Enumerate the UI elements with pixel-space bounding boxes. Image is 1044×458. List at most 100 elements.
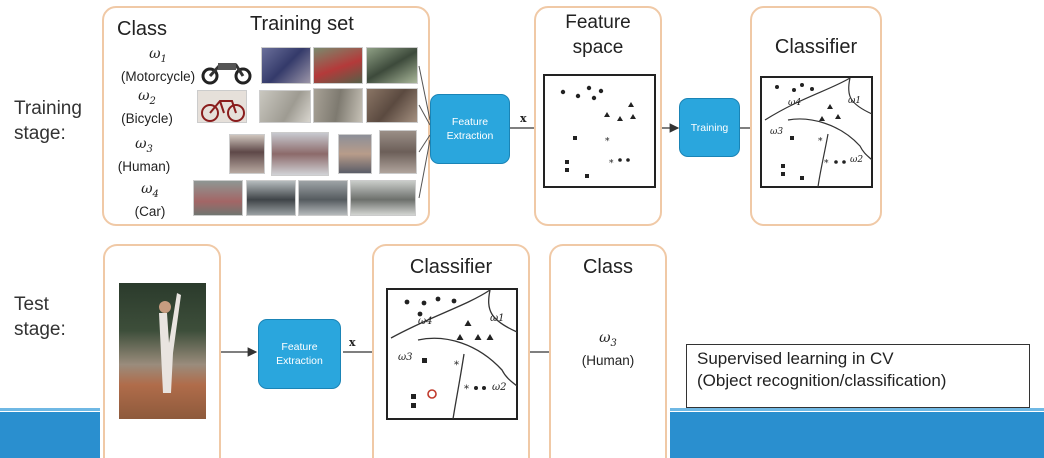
test-sample-highlight bbox=[427, 389, 437, 399]
class-point bbox=[842, 160, 846, 164]
feature-point bbox=[630, 114, 636, 119]
caption-box: Supervised learning in CV (Object recogn… bbox=[686, 344, 1030, 408]
car-image bbox=[350, 180, 416, 216]
test-result: ω3 (Human) bbox=[568, 330, 648, 369]
omega-3-symbol: ω3 bbox=[135, 136, 153, 155]
footer-bar-right bbox=[670, 412, 1044, 458]
human-label: (Human) bbox=[117, 158, 171, 174]
decision-boundary bbox=[848, 77, 873, 115]
training-set-header: Training set bbox=[250, 13, 354, 35]
class-point: * bbox=[464, 384, 469, 395]
test-classifier-plot: ω4 ω1 ω3 * * ω2 bbox=[386, 288, 518, 420]
feature-point bbox=[604, 112, 610, 117]
class-point bbox=[827, 104, 833, 109]
class-motorcycle: ω1 (Motorcycle) bbox=[118, 46, 198, 85]
feature-point: * bbox=[605, 137, 610, 147]
class-point bbox=[781, 172, 785, 176]
decision-boundary bbox=[817, 133, 829, 188]
feature-point bbox=[560, 89, 566, 95]
car-image bbox=[193, 180, 243, 216]
class-point bbox=[790, 136, 794, 140]
car-label: (Car) bbox=[134, 203, 166, 219]
training-stage-text: Training stage: bbox=[14, 98, 82, 144]
class-point bbox=[819, 116, 825, 121]
class-point: * bbox=[824, 159, 829, 169]
result-class-label: (Human) bbox=[581, 352, 635, 368]
region-w2: ω2 bbox=[492, 382, 507, 393]
test-x-label: x bbox=[349, 336, 356, 349]
test-stage-text: Test stage: bbox=[14, 294, 66, 340]
region-w3: ω3 bbox=[770, 127, 783, 137]
class-point bbox=[411, 394, 416, 399]
class-point bbox=[482, 386, 486, 390]
feature-space-plot: * * bbox=[543, 74, 656, 188]
classifier-title: Classifier bbox=[774, 36, 858, 58]
caption-line-1: Supervised learning in CV bbox=[697, 349, 894, 368]
motorcycle-image bbox=[198, 55, 254, 85]
feature-point bbox=[573, 136, 577, 140]
test-classifier-title: Classifier bbox=[409, 256, 493, 278]
class-point bbox=[800, 83, 804, 87]
test-class-title: Class bbox=[582, 256, 633, 278]
connector-line bbox=[418, 65, 431, 121]
class-point bbox=[404, 299, 410, 305]
class-point bbox=[422, 358, 427, 363]
decision-boundary bbox=[488, 289, 518, 333]
decision-boundary bbox=[764, 77, 851, 121]
motorcycle-image bbox=[261, 47, 311, 84]
class-point bbox=[417, 311, 423, 317]
class-point bbox=[781, 164, 785, 168]
feature-point bbox=[598, 88, 604, 94]
car-image bbox=[298, 180, 348, 216]
bicycle-image bbox=[366, 88, 418, 123]
feature-point: * bbox=[609, 159, 614, 169]
class-car: ω4 (Car) bbox=[110, 181, 190, 220]
feature-point bbox=[575, 93, 581, 99]
region-w2: ω2 bbox=[850, 155, 863, 165]
motorcycle-label: (Motorcycle) bbox=[120, 68, 196, 84]
class-point bbox=[800, 176, 804, 180]
human-image bbox=[271, 132, 329, 176]
bicycle-image bbox=[313, 88, 363, 123]
decision-boundary bbox=[452, 353, 465, 420]
region-w3: ω3 bbox=[398, 352, 413, 363]
test-feature-extraction-button[interactable]: Feature Extraction bbox=[258, 319, 341, 389]
class-point bbox=[474, 334, 482, 340]
motorcycle-image bbox=[366, 47, 418, 84]
class-point bbox=[411, 403, 416, 408]
region-w4: ω4 bbox=[788, 98, 801, 108]
test-feature-extraction-label: Feature Extraction bbox=[276, 341, 323, 367]
test-image bbox=[119, 283, 206, 419]
footer-bar-right-line bbox=[670, 408, 1044, 411]
omega-4-symbol: ω4 bbox=[141, 181, 159, 200]
class-point: * bbox=[818, 137, 823, 147]
feature-point bbox=[626, 158, 630, 162]
class-point bbox=[775, 85, 779, 89]
class-point bbox=[456, 334, 464, 340]
footer-bar-left bbox=[0, 412, 100, 458]
omega-1-symbol: ω1 bbox=[149, 46, 167, 65]
bicycle-label: (Bicycle) bbox=[121, 110, 173, 126]
feature-point bbox=[565, 160, 569, 164]
connector-line bbox=[418, 134, 431, 153]
class-point bbox=[464, 320, 472, 326]
training-button[interactable]: Training bbox=[679, 98, 740, 157]
feature-point bbox=[617, 116, 623, 121]
class-point bbox=[421, 300, 427, 306]
class-point bbox=[435, 296, 441, 302]
class-point bbox=[451, 298, 457, 304]
human-image bbox=[229, 134, 265, 174]
class-point bbox=[474, 386, 478, 390]
human-image bbox=[338, 134, 372, 174]
connector-line bbox=[418, 104, 431, 126]
test-class-panel bbox=[549, 244, 667, 458]
omega-2-symbol: ω2 bbox=[138, 88, 156, 107]
footer-bar-left-line bbox=[0, 408, 100, 411]
class-point: * bbox=[454, 360, 459, 371]
connector-line bbox=[418, 139, 431, 199]
training-label: Training bbox=[690, 121, 729, 134]
feature-extraction-button[interactable]: Feature Extraction bbox=[430, 94, 510, 164]
class-header: Class bbox=[117, 18, 168, 40]
bicycle-image bbox=[259, 90, 311, 123]
feature-point bbox=[586, 85, 592, 91]
